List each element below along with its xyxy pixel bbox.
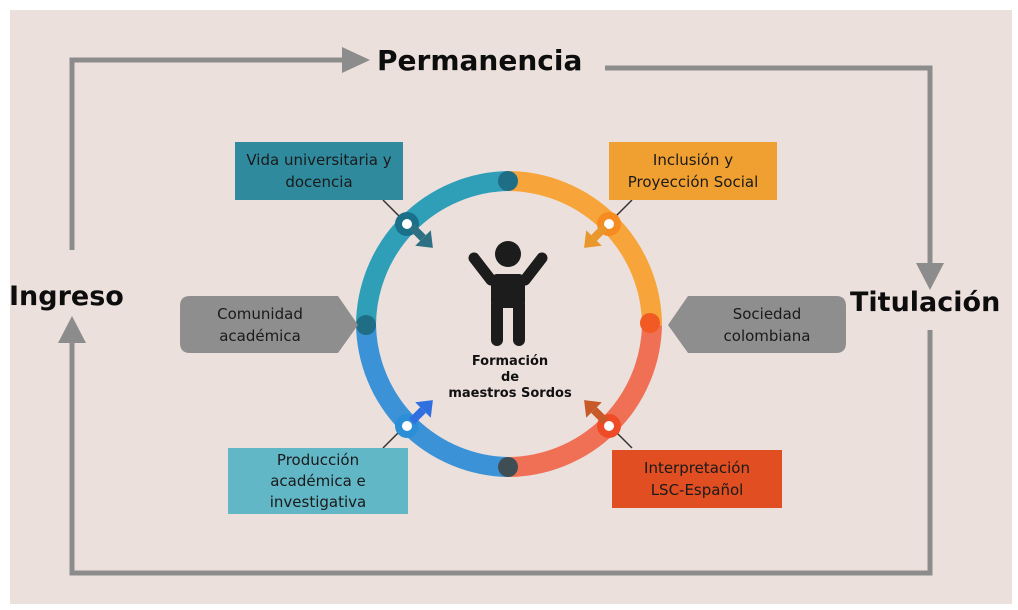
- center-line: de: [500, 370, 520, 385]
- node-line: LSC-Español: [650, 481, 744, 499]
- node-line: académica e: [270, 471, 366, 490]
- center-line: Formación: [471, 354, 549, 369]
- permanencia-label: Permanencia: [377, 44, 583, 77]
- node-line: Comunidad: [217, 304, 303, 323]
- node-produccion: Producción académica e investigativa: [228, 448, 408, 514]
- arrow-down-icon: [916, 263, 944, 290]
- arrow-right-icon: [342, 47, 370, 73]
- node-line: académica: [219, 326, 301, 345]
- center-line: maestros Sordos: [448, 386, 572, 401]
- node-line: Interpretación: [644, 459, 750, 477]
- node-line: Proyección Social: [627, 173, 759, 191]
- center-label: Formación de maestros Sordos: [445, 354, 575, 402]
- ring-dots: [356, 171, 660, 477]
- node-line: Vida universitaria y: [246, 151, 392, 169]
- node-sociedad: Sociedad colombiana: [692, 296, 842, 353]
- ingreso-label: Ingreso: [9, 281, 124, 312]
- node-line: colombiana: [723, 326, 811, 345]
- node-vida-universitaria: Vida universitaria y docencia: [235, 142, 403, 200]
- arrow-up-icon: [58, 316, 86, 343]
- titulacion-label: Titulación: [850, 287, 1001, 318]
- node-line: investigativa: [269, 492, 367, 511]
- node-line: Producción: [276, 450, 360, 469]
- node-line: Sociedad: [732, 304, 802, 323]
- flow-loop: [69, 57, 933, 576]
- arrow-in-icon: [408, 223, 609, 425]
- person-icon: [468, 241, 548, 346]
- node-interpretacion: Interpretación LSC-Español: [612, 450, 782, 508]
- node-line: Inclusión y: [652, 151, 734, 169]
- node-comunidad: Comunidad académica: [186, 296, 334, 353]
- node-inclusion: Inclusión y Proyección Social: [609, 142, 777, 200]
- node-shapes: [180, 142, 846, 514]
- node-line: docencia: [285, 173, 353, 191]
